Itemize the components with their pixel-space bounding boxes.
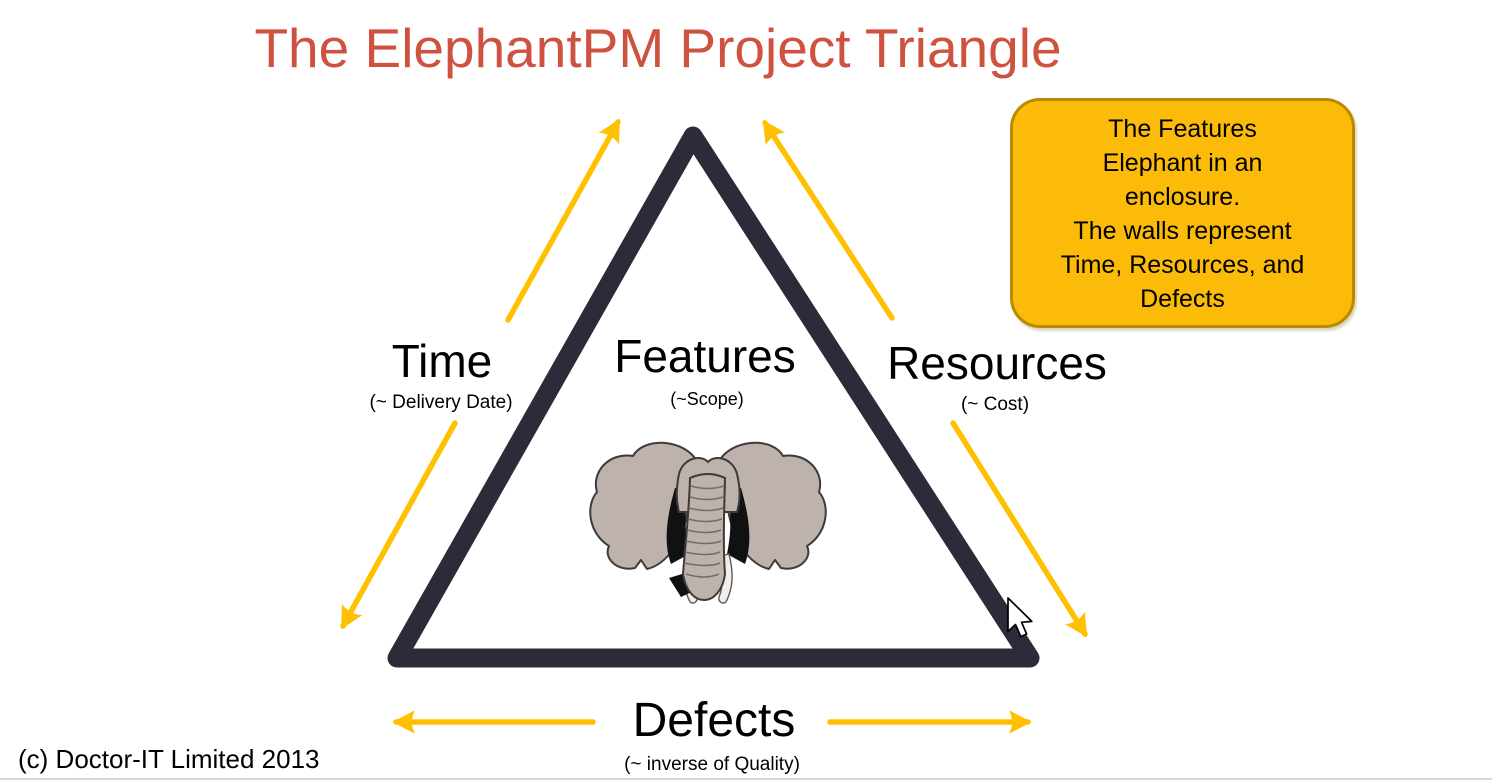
slide-title: The ElephantPM Project Triangle [254, 17, 1062, 79]
features-elephant-callout: The Features Elephant in an enclosure. T… [1010, 98, 1355, 328]
callout-line: Elephant in an [1102, 149, 1263, 177]
elephant-head-icon [589, 441, 827, 605]
defects-label: Defects [632, 694, 796, 747]
time-label: Time [391, 335, 493, 387]
resources-label: Resources [887, 337, 1107, 389]
defects-sublabel: (~ inverse of Quality) [624, 754, 800, 775]
resources-arrow-up-icon [762, 119, 895, 321]
resources-sublabel: (~ Cost) [960, 394, 1030, 415]
resources-arrow-down-icon [950, 420, 1088, 638]
time-sublabel: (~ Delivery Date) [369, 392, 513, 413]
callout-line: enclosure. [1124, 183, 1241, 211]
copyright-text: (c) Doctor-IT Limited 2013 [18, 744, 320, 774]
callout-line: Time, Resources, and [1060, 251, 1305, 279]
features-sublabel: (~Scope) [670, 389, 744, 409]
arrow-cursor-icon [1007, 597, 1033, 638]
time-arrow-up-icon [505, 118, 621, 323]
callout-line: Defects [1140, 285, 1225, 313]
time-arrow-down-icon [340, 420, 458, 630]
features-label: Features [614, 330, 796, 382]
triangle-outline [387, 126, 1040, 668]
callout-line: The Features [1108, 115, 1257, 143]
callout-line: The walls represent [1073, 217, 1292, 245]
slide-bottom-edge [0, 778, 1492, 780]
